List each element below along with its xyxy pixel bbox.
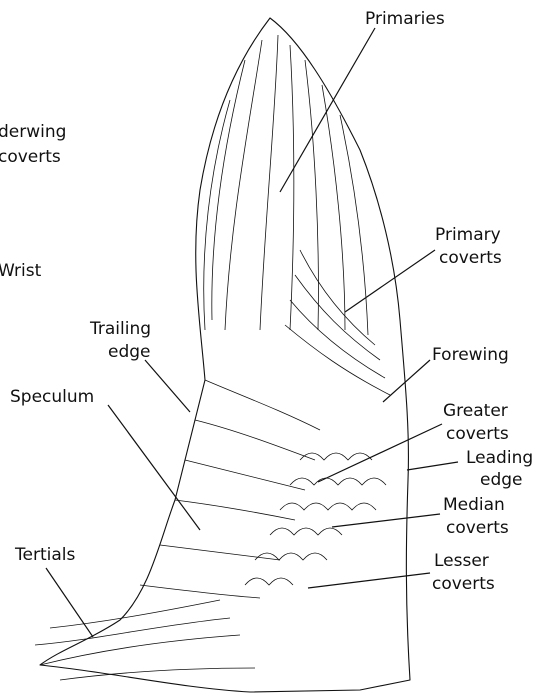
label-underwing-coverts-line1: derwing: [0, 122, 66, 142]
label-primary-coverts-line2: coverts: [439, 248, 502, 268]
leader-leading-edge: [407, 462, 458, 470]
label-leading-edge-line2: edge: [480, 470, 523, 490]
label-forewing: Forewing: [432, 345, 509, 365]
label-median-coverts-line2: coverts: [446, 518, 509, 538]
label-primary-coverts-line1: Primary: [435, 225, 501, 245]
label-tertials: Tertials: [14, 545, 75, 565]
wing-illustration: [35, 18, 410, 692]
label-wrist: Wrist: [0, 261, 42, 281]
label-trailing-edge-line1: Trailing: [89, 319, 151, 339]
label-median-coverts-line1: Median: [443, 495, 505, 515]
label-leading-edge-line1: Leading: [466, 448, 533, 468]
leader-tertials: [46, 568, 93, 637]
label-lesser-coverts-line2: coverts: [432, 574, 495, 594]
leader-trailing-edge: [145, 360, 190, 412]
label-underwing-coverts-line2: coverts: [0, 147, 61, 167]
label-trailing-edge-line2: edge: [108, 342, 151, 362]
label-speculum: Speculum: [10, 387, 94, 407]
label-primaries: Primaries: [365, 9, 445, 29]
label-lesser-coverts-line1: Lesser: [434, 551, 489, 571]
label-greater-coverts-line2: coverts: [446, 424, 509, 444]
label-greater-coverts-line1: Greater: [443, 401, 508, 421]
